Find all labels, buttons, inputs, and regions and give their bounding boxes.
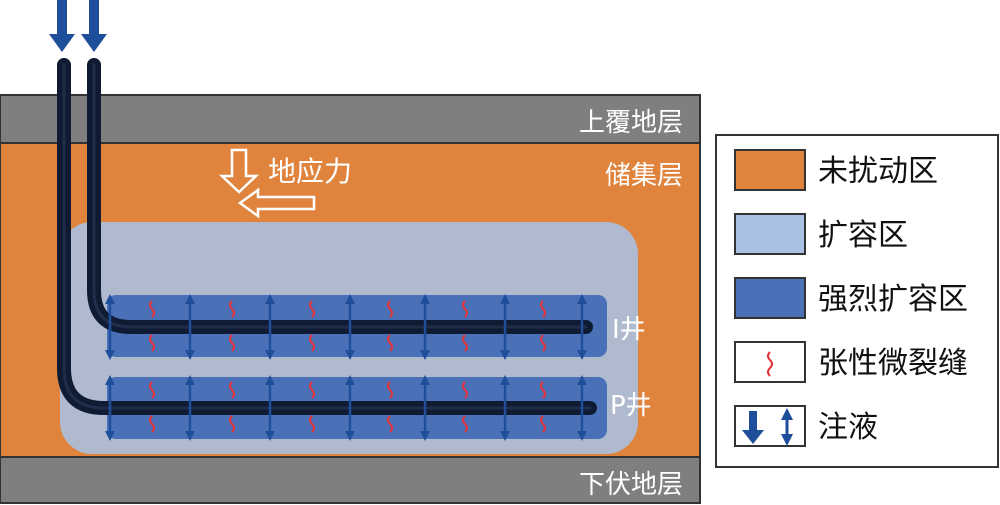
legend-label-strong-dilation: 强烈扩容区: [818, 282, 968, 317]
p-well-microcrack-1-upper: [149, 381, 155, 399]
i-well-microcrack-2-upper: [229, 300, 235, 318]
i-well-microcrack-3-upper: [309, 300, 315, 318]
horizontal-stress-arrow: [237, 187, 316, 219]
legend-label-undisturbed: 未扰动区: [818, 154, 938, 189]
p-well-microcrack-3-upper: [309, 381, 315, 399]
legend-symbol-undisturbed: [734, 149, 806, 191]
p-well-marks: [105, 375, 587, 441]
legend-symbol-strong-dilation: [734, 277, 806, 319]
p-well-label: P井: [610, 391, 652, 421]
vertical-stress-arrow: [218, 148, 260, 194]
injection-arrow-icon: [742, 411, 764, 444]
p-well-microcrack-6-upper: [540, 381, 546, 399]
stress-label: 地应力: [268, 155, 352, 188]
legend-label-dilation: 扩容区: [818, 218, 908, 253]
p-well-microcrack-1-lower: [149, 415, 155, 433]
reservoir-label: 储集层: [605, 161, 683, 191]
i-well-microcrack-3-lower: [309, 334, 315, 352]
p-well-microcrack-4-lower: [387, 415, 393, 433]
i-well-microcrack-1-lower: [149, 334, 155, 352]
i-well-microcrack-5-lower: [462, 334, 468, 352]
legend-symbol-injection: [734, 405, 806, 447]
i-well-microcrack-4-lower: [387, 334, 393, 352]
i-well-microcrack-6-lower: [540, 334, 546, 352]
legend-symbol-dilation: [734, 213, 806, 255]
p-well-microcrack-5-lower: [462, 415, 468, 433]
p-well-microcrack-4-upper: [387, 381, 393, 399]
overburden-layer: [0, 94, 701, 144]
i-well-marks: [105, 294, 587, 360]
i-well-microcrack-1-upper: [149, 300, 155, 318]
i-well-label: I井: [612, 315, 646, 345]
underburden-label: 下伏地层: [579, 470, 683, 500]
p-well-microcrack-2-lower: [229, 415, 235, 433]
p-well-microcrack-5-upper: [462, 381, 468, 399]
tensile-microcrack-icon: [767, 351, 773, 377]
i-well-microcrack-4-upper: [387, 300, 393, 318]
underburden-layer: [0, 456, 701, 504]
legend-label-injection: 注液: [818, 410, 878, 445]
i-well-microcrack-5-upper: [462, 300, 468, 318]
p-well-microcrack-2-upper: [229, 381, 235, 399]
overburden-label: 上覆地层: [579, 108, 683, 138]
i-well-microcrack-6-upper: [540, 300, 546, 318]
p-well-microcrack-6-lower: [540, 415, 546, 433]
i-well-microcrack-2-lower: [229, 334, 235, 352]
legend-label-microcrack: 张性微裂缝: [818, 346, 968, 381]
injection-arrow-left: [49, 0, 75, 52]
p-well-microcrack-3-lower: [309, 415, 315, 433]
injection-arrow-right: [81, 0, 107, 52]
